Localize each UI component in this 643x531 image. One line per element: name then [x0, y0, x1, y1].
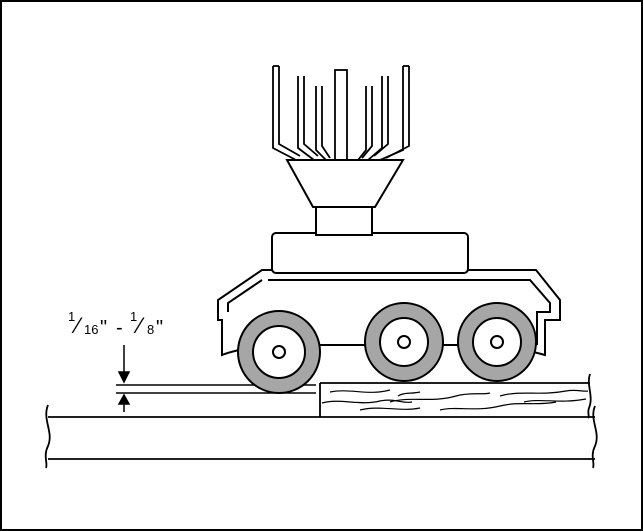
motor-housing: [271, 232, 469, 274]
max-fraction-denominator: 8: [147, 322, 154, 337]
subfloor: [44, 404, 598, 469]
dimension-label: 1 ⁄ 16 " - 1 ⁄ 8 ": [68, 309, 163, 339]
machine-neck: [315, 204, 373, 236]
brush-fingers: [272, 65, 410, 161]
arrow-down-icon: [117, 371, 131, 384]
hopper-funnel: [285, 159, 405, 208]
wheel-middle: [364, 302, 444, 382]
wheel-right: [457, 302, 537, 382]
height-dimension: [117, 345, 131, 412]
raised-wood-flooring: [319, 373, 592, 419]
min-fraction-unit: ": [100, 317, 107, 339]
arrow-up-icon: [117, 393, 131, 405]
range-separator: -: [116, 317, 123, 339]
min-fraction-numerator: 1: [68, 309, 75, 324]
max-fraction-unit: ": [156, 317, 163, 339]
wheel-left: [237, 310, 321, 394]
min-fraction-denominator: 16: [84, 322, 98, 337]
max-fraction-numerator: 1: [130, 309, 137, 324]
